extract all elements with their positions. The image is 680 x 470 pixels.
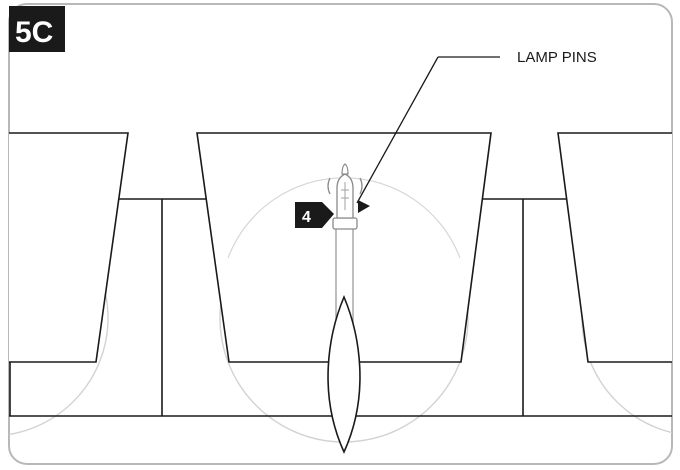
lamp-filament — [341, 182, 349, 210]
lamp-assembly — [327, 163, 363, 454]
lamp-bulb-tip — [341, 163, 349, 175]
callout-label: LAMP PINS — [517, 49, 597, 66]
callout-badge-shape — [295, 202, 334, 228]
callout-number: 4 — [302, 209, 311, 226]
pin-pointer-right — [358, 200, 370, 213]
callout-number-badge: 4 — [295, 202, 334, 228]
lens-panel-left — [9, 132, 129, 363]
callout-leader-diagonal — [356, 56, 439, 204]
lamp-clip-left — [327, 177, 331, 195]
step-badge-box — [9, 6, 65, 52]
step-badge: 5C — [9, 6, 65, 52]
reflector-circle-left — [9, 199, 109, 437]
lamp-clip-right — [359, 177, 363, 195]
tool-blade — [327, 294, 361, 454]
step-label: 5C — [15, 16, 53, 49]
lamp-base-collar — [332, 217, 358, 230]
lens-panel-right — [557, 132, 672, 363]
